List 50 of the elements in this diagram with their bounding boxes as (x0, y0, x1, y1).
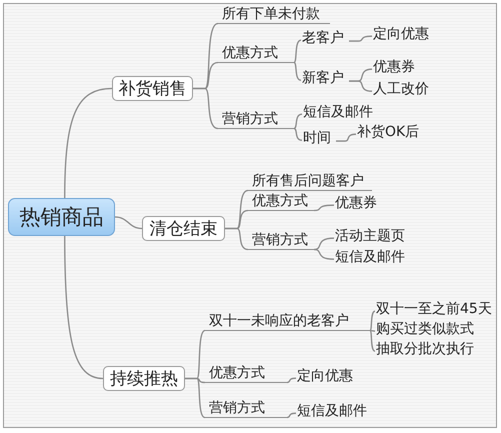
branch-line (64, 236, 104, 380)
detail-label: 优惠券 (373, 59, 421, 76)
topic-box: 补货销售 (112, 76, 193, 101)
subtopic-label: 营销方式 (248, 231, 314, 250)
branch-line (64, 88, 112, 198)
branch-line (369, 330, 376, 332)
detail-label: 短信及邮件 (335, 249, 411, 266)
branch-line (336, 134, 356, 142)
detail-label: 双十一至之前45天 (376, 301, 492, 318)
detail-label: 人工改价 (373, 81, 435, 98)
detail-label: 定向优惠 (373, 26, 435, 43)
detail-label: 优惠券 (335, 195, 383, 212)
branch-line (225, 228, 248, 250)
detail-label: 活动主题页 (335, 228, 411, 245)
topic-box: 清仓结束 (142, 216, 225, 241)
topic-box: 持续推热 (103, 366, 185, 391)
subtopic-label: 优惠方式 (205, 364, 287, 383)
branch-line (293, 114, 302, 130)
subtopic-label: 双十一未响应的老客户 (205, 312, 370, 331)
branch-line (313, 238, 334, 250)
subtopic-label: 所有下单未付款 (218, 5, 330, 24)
branch-line (286, 412, 296, 418)
subtopic-label: 所有售后问题客户 (248, 172, 372, 191)
central-topic-box: 热销商品 (8, 198, 115, 236)
detail-label: 时间 (303, 130, 335, 147)
subtopic-label: 优惠方式 (218, 44, 294, 63)
branch-line (114, 216, 142, 230)
detail-label: 补货OK后 (357, 124, 427, 141)
branch-line (313, 248, 334, 260)
detail-label: 老客户 (302, 30, 348, 47)
branch-line (286, 378, 296, 384)
subtopic-label: 营销方式 (218, 110, 294, 129)
branch-line (349, 36, 372, 42)
branch-line (349, 80, 372, 92)
branch-line (185, 378, 206, 418)
branch-line (369, 330, 376, 352)
detail-label: 短信及邮件 (303, 104, 377, 121)
detail-label: 抽取分批次执行 (376, 341, 480, 358)
branch-line (313, 204, 334, 212)
branch-line (293, 40, 302, 64)
branch-line (293, 62, 302, 81)
detail-label: 定向优惠 (297, 368, 359, 385)
branch-line (293, 128, 302, 141)
detail-label: 短信及邮件 (297, 403, 373, 420)
branch-line (193, 88, 218, 130)
branch-line (369, 310, 376, 332)
subtopic-label: 优惠方式 (248, 192, 314, 211)
subtopic-label: 营销方式 (205, 399, 287, 418)
detail-label: 新客户 (302, 70, 348, 87)
detail-label: 购买过类似款式 (376, 321, 480, 338)
